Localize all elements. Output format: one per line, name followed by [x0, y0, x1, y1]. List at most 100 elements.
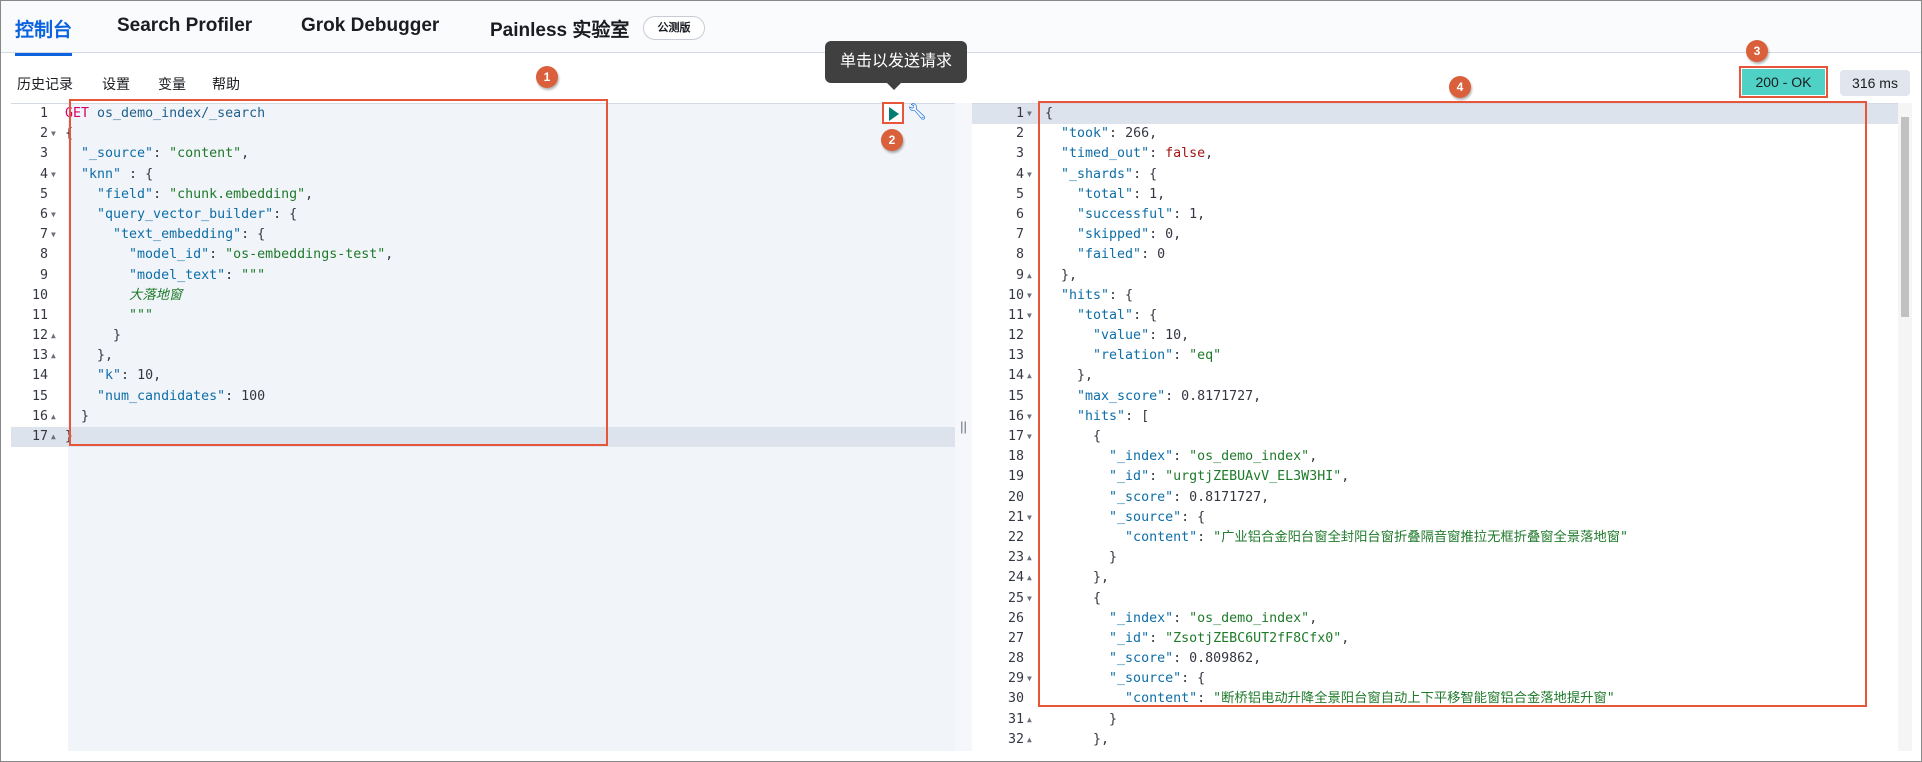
- response-line: 11▼ "total": {: [972, 306, 1912, 326]
- fold-expand-icon[interactable]: ▲: [1027, 371, 1032, 381]
- code-token: ,: [1341, 469, 1350, 485]
- code-token: ,: [1157, 186, 1166, 202]
- fold-expand-icon[interactable]: ▲: [51, 351, 56, 361]
- code-token: ,: [1253, 388, 1262, 404]
- history-button[interactable]: 历史记录: [17, 76, 73, 92]
- code-token: }: [65, 408, 90, 424]
- code-token: :: [1165, 388, 1182, 404]
- request-line: 11 """: [11, 306, 955, 326]
- annotation-marker-1: 1: [536, 66, 558, 88]
- code-token: 266: [1125, 126, 1150, 142]
- fold-collapse-icon[interactable]: ▼: [51, 129, 56, 139]
- fold-collapse-icon[interactable]: ▼: [1027, 310, 1032, 320]
- fold-expand-icon[interactable]: ▲: [51, 331, 56, 341]
- line-number: 22: [1007, 529, 1024, 545]
- fold-collapse-icon[interactable]: ▼: [1027, 109, 1032, 118]
- response-line: 31▲ }: [972, 710, 1912, 730]
- code-token: ,: [1341, 630, 1350, 646]
- line-number: 13: [31, 348, 48, 364]
- fold-collapse-icon[interactable]: ▼: [51, 169, 56, 179]
- code-token: "os-embeddings-test": [225, 247, 386, 263]
- request-line: 16▲ }: [11, 407, 955, 427]
- response-line: 10▼ "hits": {: [972, 286, 1912, 306]
- response-line: 9▲ },: [972, 266, 1912, 286]
- code-token: 100: [241, 388, 266, 404]
- code-token: "os_demo_index": [1189, 449, 1310, 465]
- code-token: "_source": [1045, 509, 1182, 525]
- code-token: : {: [273, 206, 298, 222]
- line-number: 8: [39, 247, 48, 263]
- fold-expand-icon[interactable]: ▲: [51, 411, 56, 421]
- fold-collapse-icon[interactable]: ▼: [1027, 512, 1032, 522]
- code-token: ,: [1181, 328, 1190, 344]
- request-time-badge: 316 ms: [1840, 70, 1910, 96]
- code-text: "query_vector_builder": {: [65, 205, 297, 225]
- line-number: 16: [31, 408, 48, 424]
- fold-collapse-icon[interactable]: ▼: [51, 209, 56, 219]
- response-line: 32▲ },: [972, 730, 1912, 750]
- line-number: 7: [1015, 227, 1024, 243]
- code-text: },: [1045, 366, 1093, 386]
- code-token: "_shards": [1045, 166, 1134, 182]
- code-token: "hits": [1045, 408, 1126, 424]
- variables-button[interactable]: 变量: [158, 76, 186, 92]
- fold-expand-icon[interactable]: ▲: [51, 432, 56, 441]
- line-number: 28: [1007, 651, 1024, 667]
- code-token: "_score": [1045, 651, 1174, 667]
- line-number: 4: [1015, 166, 1024, 182]
- code-token: :: [1141, 247, 1158, 263]
- fold-expand-icon[interactable]: ▲: [1027, 553, 1032, 563]
- response-line: 28 "_score": 0.809862,: [972, 649, 1912, 669]
- line-number: 32: [1007, 731, 1024, 747]
- code-text: "_score": 0.8171727,: [1045, 488, 1269, 508]
- code-token: :: [209, 247, 226, 263]
- fold-collapse-icon[interactable]: ▼: [1027, 432, 1032, 441]
- fold-collapse-icon[interactable]: ▼: [51, 230, 56, 240]
- pane-resizer[interactable]: ||: [955, 103, 972, 751]
- code-text: {: [1045, 750, 1101, 751]
- wrench-icon[interactable]: 🔧︎: [907, 104, 928, 121]
- fold-collapse-icon[interactable]: ▼: [1027, 169, 1032, 179]
- fold-collapse-icon[interactable]: ▼: [1027, 674, 1032, 684]
- code-token: "_id": [1045, 630, 1150, 646]
- code-token: ,: [1205, 146, 1214, 162]
- line-number: 20: [1007, 489, 1024, 505]
- code-text: }: [65, 427, 73, 447]
- code-text: "text_embedding": {: [65, 225, 265, 245]
- scrollbar-thumb[interactable]: [1901, 117, 1909, 317]
- fold-collapse-icon[interactable]: ▼: [1027, 411, 1032, 421]
- tab-search-profiler[interactable]: Search Profiler: [117, 15, 253, 36]
- code-text: "_index": "os_demo_index",: [1045, 447, 1317, 467]
- tab-grok-debugger[interactable]: Grok Debugger: [301, 15, 440, 36]
- response-line: 16▼ "hits": [: [972, 407, 1912, 427]
- code-token: : {: [1181, 671, 1206, 687]
- code-token: 1: [1149, 186, 1158, 202]
- fold-collapse-icon[interactable]: ▼: [1027, 290, 1032, 300]
- tab-console[interactable]: 控制台: [15, 15, 73, 56]
- fold-collapse-icon[interactable]: ▼: [1027, 750, 1032, 751]
- code-token: },: [1045, 570, 1110, 586]
- code-text: "took": 266,: [1045, 124, 1157, 144]
- request-line: 6▼ "query_vector_builder": {: [11, 205, 955, 225]
- fold-collapse-icon[interactable]: ▼: [1027, 593, 1032, 603]
- help-button[interactable]: 帮助: [212, 76, 240, 92]
- fold-expand-icon[interactable]: ▲: [1027, 270, 1032, 280]
- code-token: "skipped": [1045, 227, 1150, 243]
- code-text: "_index": "os_demo_index",: [1045, 609, 1317, 629]
- fold-expand-icon[interactable]: ▲: [1027, 573, 1032, 583]
- code-text: "content": "断桥铝电动升降全景阳台窗自动上下平移智能窗铝合金落地提升…: [1045, 689, 1615, 709]
- request-line: 12▲ }: [11, 326, 955, 346]
- code-token: :: [1197, 691, 1214, 707]
- settings-button[interactable]: 设置: [102, 76, 130, 92]
- code-token: "ZsotjZEBC6UT2fF8Cfx0": [1165, 630, 1342, 646]
- code-text: "field": "chunk.embedding",: [65, 185, 313, 205]
- response-scrollbar[interactable]: [1898, 103, 1912, 751]
- line-number: 26: [1007, 610, 1024, 626]
- code-token: "chunk.embedding": [169, 186, 306, 202]
- line-number: 1: [39, 106, 48, 121]
- send-request-button[interactable]: [882, 102, 904, 124]
- fold-expand-icon[interactable]: ▲: [1027, 714, 1032, 724]
- tab-painless-lab[interactable]: Painless 实验室: [490, 20, 630, 41]
- fold-expand-icon[interactable]: ▲: [1027, 734, 1032, 744]
